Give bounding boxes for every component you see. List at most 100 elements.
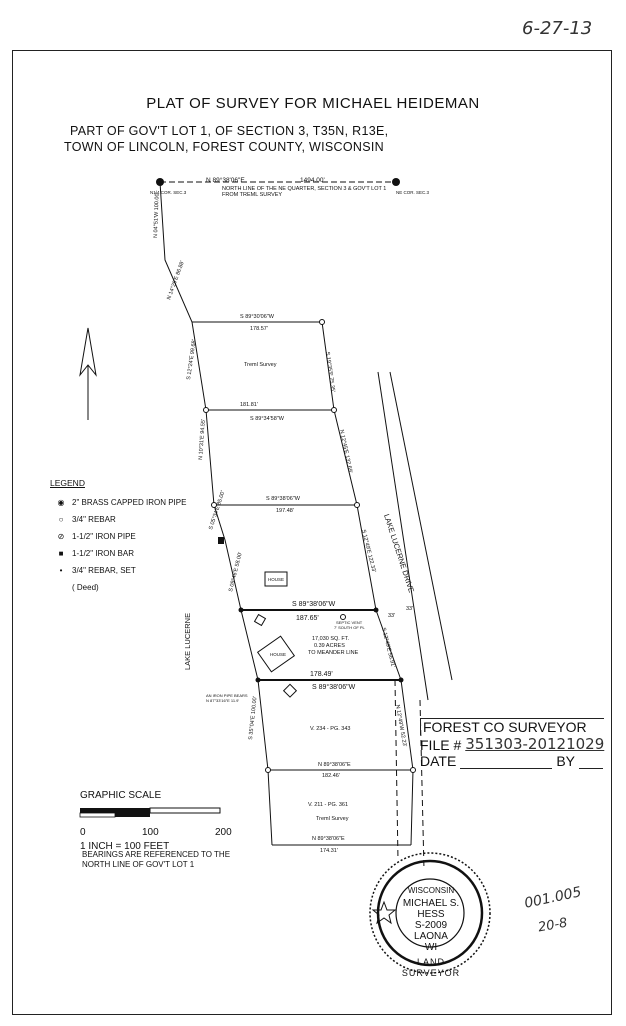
county-stamp: FOREST CO SURVEYOR FILE # 351303-2012102…	[420, 718, 605, 769]
stamp-by-label: BY	[556, 753, 575, 769]
west-label-3: S 12°24'E 99.68'	[186, 339, 198, 380]
dist-33-b: 33'	[406, 606, 413, 612]
vol-211-label: V. 211 - PG. 361	[308, 802, 348, 808]
stamp-file-label: FILE #	[420, 737, 462, 753]
line3-distance: 197.48'	[276, 508, 294, 514]
east-label-1: S 19°35'E 75.35'	[324, 351, 336, 392]
scale-tick-200: 200	[215, 827, 232, 838]
rebar-set-2	[373, 607, 379, 613]
legend-item-set: • 3/4" REBAR, SET	[50, 562, 186, 579]
septic-vent	[340, 614, 346, 620]
stamp-title: FOREST CO SURVEYOR	[420, 718, 605, 735]
rebar-set-3	[255, 677, 261, 683]
drive-dash-2	[419, 699, 425, 871]
bearing-note: BEARINGS ARE REFERENCED TO THE NORTH LIN…	[82, 850, 231, 869]
surveyor-seal	[369, 852, 491, 974]
line6-bearing: N 89°38'06"E	[318, 762, 351, 768]
seal-text: WISCONSIN MICHAEL S. HESS S-2009 LAONA W…	[401, 886, 461, 978]
house-1	[264, 571, 288, 587]
dist-33-a: 33'	[388, 613, 395, 619]
drive-label: LAKE LUCERNE DRIVE	[382, 513, 416, 594]
subtitle-line1: PART OF GOV'T LOT 1, OF SECTION 3, T35N,…	[70, 124, 389, 138]
west-label-2: N 14°29'E 86.88'	[166, 260, 186, 301]
west-label-1: N 04°51'W 100.00'	[153, 192, 161, 238]
legend-item-pipe: ⊘ 1-1/2" IRON PIPE	[50, 528, 186, 545]
iron-bar	[218, 537, 224, 544]
vol-234-label: V. 234 - PG. 343	[310, 726, 350, 732]
shed	[282, 683, 298, 698]
line2-distance: 181.81'	[240, 402, 258, 408]
scale-ratio: 1 INCH = 100 FEET	[80, 841, 170, 852]
west-label-5: S 05°34'E 85.00'	[208, 490, 226, 531]
rebar-5	[354, 502, 360, 508]
rebar-4	[211, 502, 217, 508]
rebar-7	[410, 767, 416, 773]
treml-label-1: Treml Survey	[244, 362, 277, 368]
east-label-2: N 12°45'E 132.69'	[338, 429, 353, 473]
legend-item-rebar: ○ 3/4" REBAR	[50, 511, 186, 528]
lake-label: LAKE LUCERNE	[183, 613, 192, 670]
line3-bearing: S 89°38'06"W	[266, 496, 301, 502]
brass-cap-nw	[156, 178, 164, 186]
rebar-6	[265, 767, 271, 773]
iron-bar-icon: ■	[58, 549, 64, 558]
ne-corner-label: NE COR. SEC.3	[396, 190, 430, 195]
line5-distance: 178.49'	[310, 671, 333, 678]
septic-label-1: SEPTIC VENT	[336, 620, 363, 625]
drive-east-edge	[389, 371, 453, 681]
nw-corner-label: N1/4 COR. SEC.3	[150, 190, 187, 195]
plat-border	[12, 50, 612, 1015]
legend: LEGEND ◉ 2" BRASS CAPPED IRON PIPE ○ 3/4…	[50, 478, 186, 596]
line4-bearing: S 89°38'06"W	[292, 600, 336, 608]
house-2	[256, 635, 296, 673]
brass-cap-ne	[392, 178, 400, 186]
treml-label-2: Treml Survey	[316, 816, 349, 822]
stamp-file-number: 351303-20121029	[465, 735, 605, 753]
rebar-set-4	[398, 677, 404, 683]
drive-west-edge	[377, 371, 429, 701]
line7-bearing: N 89°38'06"E	[312, 836, 345, 842]
septic-label-2: 7' SOUTH OF PL	[334, 625, 366, 630]
legend-heading: LEGEND	[50, 478, 85, 488]
parcel-acres: 0.39 ACRES	[314, 643, 345, 649]
parcel-to: TO MEANDER LINE	[308, 650, 359, 656]
legend-item-brass: ◉ 2" BRASS CAPPED IRON PIPE	[50, 494, 187, 511]
plat-title: PLAT OF SURVEY FOR MICHAEL HEIDEMAN	[146, 95, 480, 112]
east-label-4: S 12°49'E 56.91'	[380, 627, 396, 668]
top-line-note1: NORTH LINE OF THE NE QUARTER, SECTION 3 …	[222, 186, 386, 192]
top-line-bearing: N 89°38'06"E	[206, 176, 245, 184]
line1-distance: 178.57'	[250, 326, 268, 332]
line7-distance: 174.31'	[320, 848, 338, 854]
drive-dash	[394, 679, 399, 861]
rebar-set-icon: •	[59, 566, 63, 575]
scale-tick-100: 100	[142, 827, 159, 838]
graphic-scale: GRAPHIC SCALE 0 100 200 1 INCH = 100 FEE…	[80, 790, 240, 852]
brass-cap-icon: ◉	[57, 498, 65, 507]
line6-distance: 182.46'	[322, 773, 340, 779]
rebar-3	[331, 407, 337, 413]
line2-bearing: S 89°34'58"W	[250, 416, 285, 422]
stamp-date-label: DATE	[420, 753, 457, 769]
subtitle-line2: TOWN OF LINCOLN, FOREST COUNTY, WISCONSI…	[64, 140, 384, 154]
house1-label: HOUSE	[268, 577, 284, 582]
west-label-4: N 10°31'E 94.55'	[198, 419, 207, 460]
scale-tick-0: 0	[80, 827, 86, 838]
rebar-1	[319, 319, 325, 325]
iron-pipe-icon: ⊘	[57, 532, 65, 541]
top-line-distance: 1494.00'	[300, 177, 325, 184]
line4-distance: 187.65'	[296, 615, 319, 622]
top-line-note2: FROM TREML SURVEY	[222, 192, 282, 198]
shed-2	[253, 613, 267, 627]
rebar-icon: ○	[58, 515, 64, 524]
legend-item-bar: ■ 1-1/2" IRON BAR	[50, 545, 186, 562]
west-label-7: S 35°04'E 100.00'	[248, 696, 259, 740]
house2-label: HOUSE	[270, 652, 286, 657]
scale-heading: GRAPHIC SCALE	[80, 790, 162, 801]
parcel-area: 17,030 SQ. FT.	[312, 636, 349, 642]
rebar-2	[203, 407, 209, 413]
pipe-note-2: N 87°33'16"E 11.9'	[206, 698, 239, 703]
line1-bearing: S 89°30'06"W	[240, 314, 275, 320]
handwritten-date: 6-27-13	[522, 18, 593, 39]
line5-bearing: S 89°38'06"W	[312, 683, 356, 691]
